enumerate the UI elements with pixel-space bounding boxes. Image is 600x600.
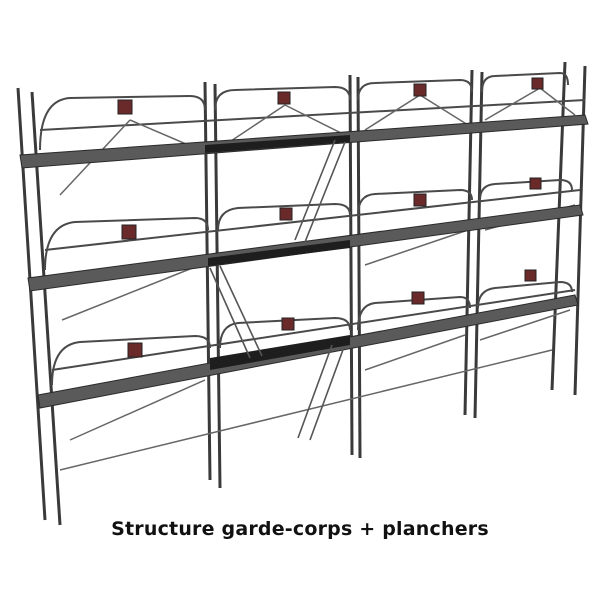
- scaffold-posts: [16, 61, 587, 526]
- image-caption: Structure garde-corps + planchers: [111, 518, 489, 540]
- decks: [19, 114, 589, 409]
- ladders: [209, 139, 346, 441]
- rail-tags: [117, 77, 544, 358]
- guard-rails: [39, 71, 586, 386]
- braces: [59, 87, 576, 471]
